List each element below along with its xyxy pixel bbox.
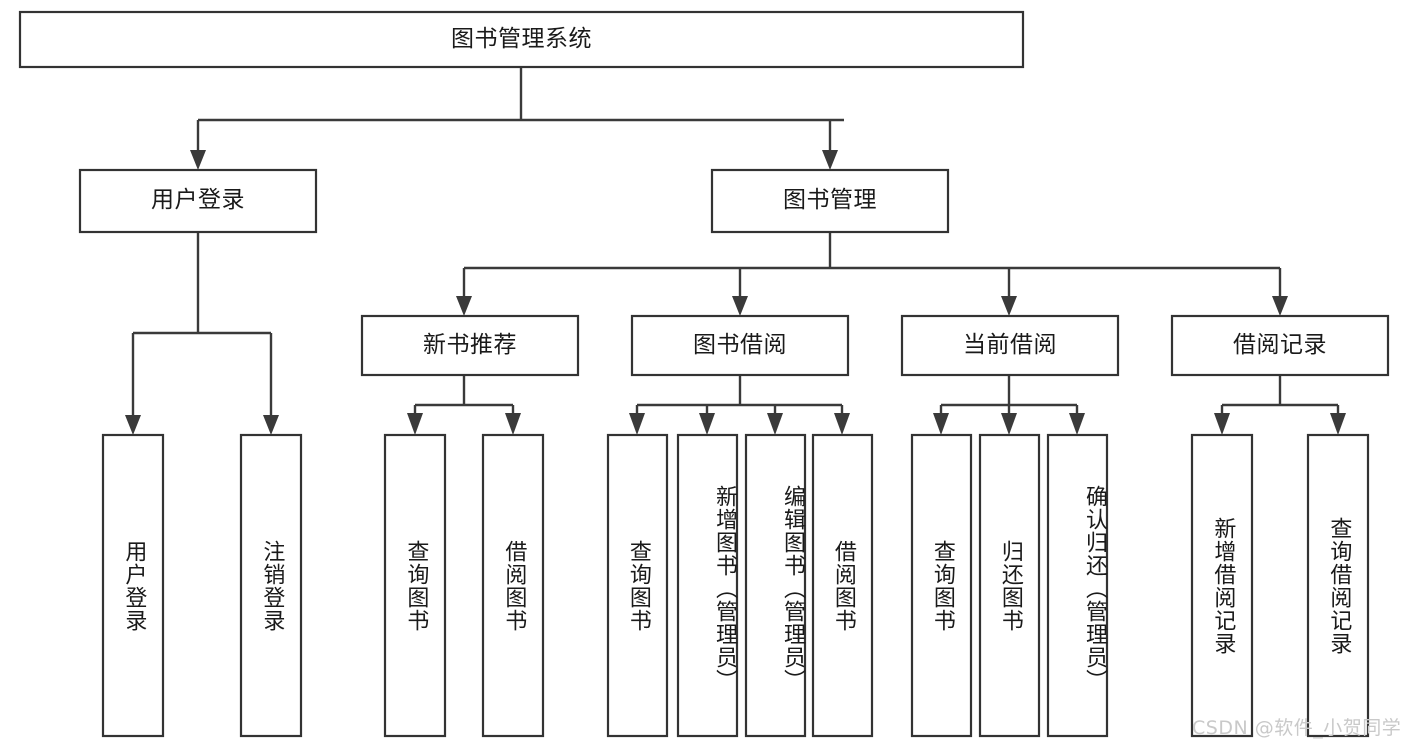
connector-newbook-to-leaves: [407, 375, 521, 435]
node-box-leaf-query-record[interactable]: [1306, 433, 1370, 738]
node-box-leaf-confirm-return[interactable]: [1046, 433, 1109, 738]
node-box-leaf-query-book-3[interactable]: [910, 433, 973, 738]
connector-root-to-level2: [190, 67, 844, 170]
node-box-leaf-edit-book[interactable]: [744, 433, 807, 738]
node-box-leaf-add-book[interactable]: [676, 433, 739, 738]
node-box-leaf-query-book-1[interactable]: [383, 433, 447, 738]
connector-bookborrow-to-leaves: [629, 375, 850, 435]
node-box-leaf-borrow-book-1[interactable]: [481, 433, 545, 738]
node-box-book-borrow[interactable]: [630, 314, 850, 377]
node-box-leaf-borrow-book-2[interactable]: [811, 433, 874, 738]
node-box-new-book-rec[interactable]: [360, 314, 580, 377]
node-box-leaf-return-book[interactable]: [978, 433, 1041, 738]
node-box-leaf-logout[interactable]: [239, 433, 303, 738]
node-box-current-borrow[interactable]: [900, 314, 1120, 377]
connector-borrowrecord-to-leaves: [1214, 375, 1346, 435]
node-box-root[interactable]: [18, 10, 1025, 69]
node-box-user-login[interactable]: [78, 168, 318, 234]
connector-userlogin-to-leaves: [125, 232, 279, 435]
node-box-book-manage[interactable]: [710, 168, 950, 234]
connector-bookmanage-to-level3: [456, 232, 1288, 316]
node-box-leaf-user-login[interactable]: [101, 433, 165, 738]
node-box-borrow-record[interactable]: [1170, 314, 1390, 377]
connector-currentborrow-to-leaves: [933, 375, 1085, 435]
node-box-leaf-add-record[interactable]: [1190, 433, 1254, 738]
node-box-leaf-query-book-2[interactable]: [606, 433, 669, 738]
